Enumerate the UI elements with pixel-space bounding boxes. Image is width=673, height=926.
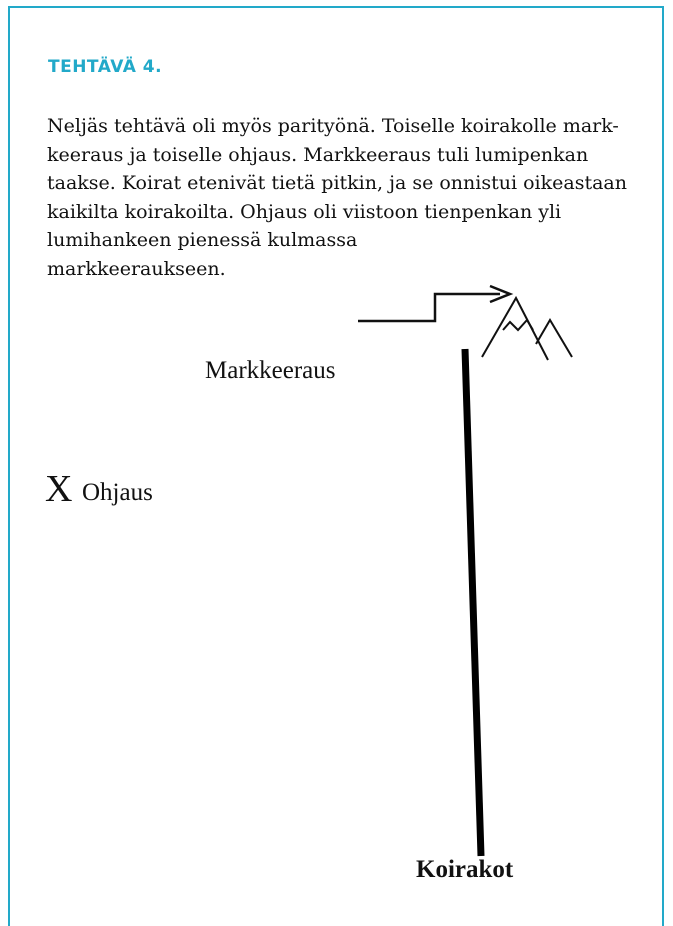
handler-position-mark: X — [45, 468, 73, 510]
description-line: taakse. Koirat etenivät tietä pitkin, ja… — [47, 172, 627, 194]
task-description: Neljäs tehtävä oli myös parityönä. Toise… — [47, 112, 659, 283]
description-line: keeraus ja toiselle ohjaus. Markkeeraus … — [47, 143, 589, 166]
marking-label: Markkeeraus — [205, 357, 336, 384]
task-heading: TEHTÄVÄ 4. — [48, 57, 163, 77]
description-line: markkeeraukseen. — [47, 257, 226, 280]
marking-arrowhead — [489, 284, 514, 304]
page-frame — [8, 6, 664, 926]
snow-bank-icon — [481, 295, 573, 361]
description-line: kaikilta koirakoilta. Ohjaus oli viistoo… — [47, 200, 562, 223]
description-line: lumihankeen pienessä kulmassa — [47, 229, 358, 251]
marking-throw-path — [358, 292, 500, 323]
description-line: Neljäs tehtävä oli myös parityönä. Toise… — [47, 115, 619, 137]
directing-label: Ohjaus — [82, 479, 153, 506]
dog-teams-label: Koirakot — [416, 856, 514, 883]
dog-team-path — [461, 348, 485, 857]
